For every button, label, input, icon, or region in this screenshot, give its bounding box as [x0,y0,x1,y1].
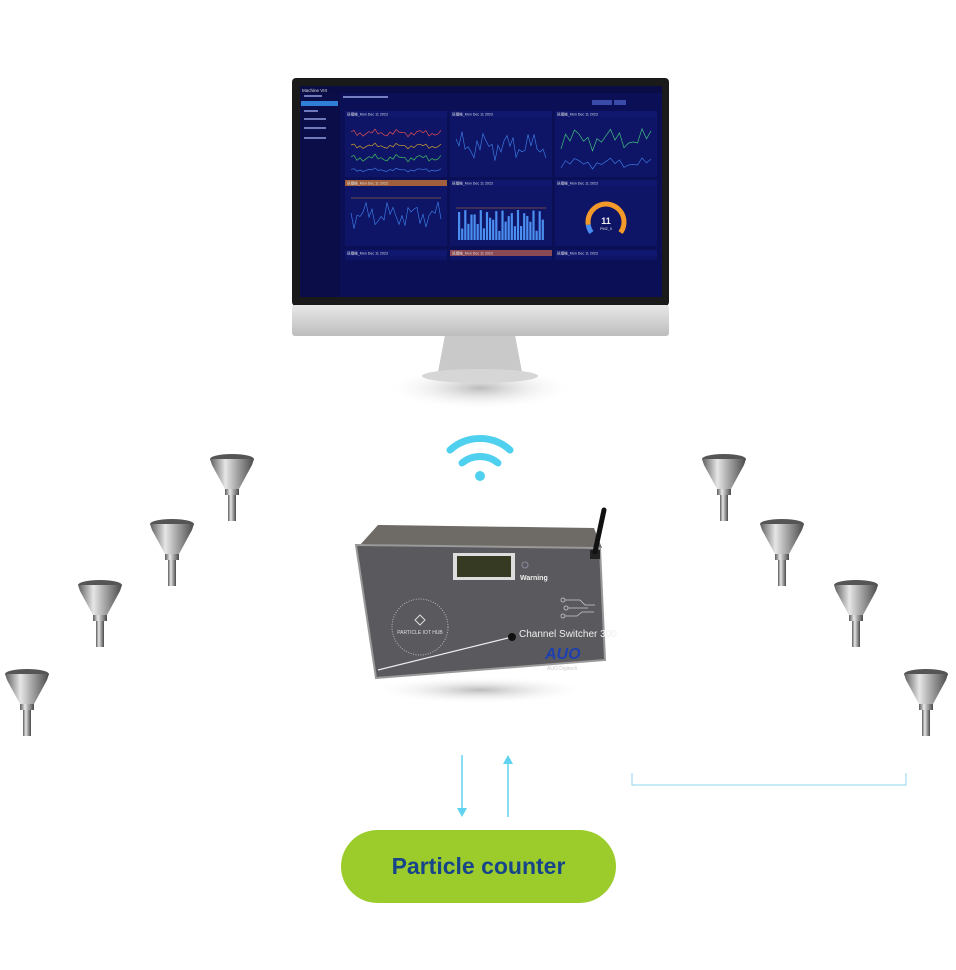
panel-title: 研磨機_Mon Dec 11 2023 [347,112,388,117]
panel-title: 研磨機_Mon Dec 11 2023 [452,181,493,186]
panel-title: 研磨機_Mon Dec 11 2023 [347,181,388,186]
particle-counter-label: Particle counter [391,853,566,879]
chart-series [455,131,547,161]
particle-counter: Particle counter [341,830,616,903]
panel-title: 研磨機_Mon Dec 11 2023 [347,251,388,256]
chart-bar [470,214,473,240]
panel-title: 研磨機_Mon Dec 11 2023 [557,181,598,186]
arrow-up-icon [503,755,513,817]
chart-bar [501,210,504,240]
chart-bar [498,230,501,240]
chart-bar [510,213,513,240]
chart-bar [535,230,538,240]
chart-bar [492,219,495,240]
chart-bar [523,213,526,240]
sidebar-item-active[interactable] [301,101,338,106]
dashboard-panel[interactable] [450,180,552,246]
hub-label: PARTICLE IOT HUB [397,630,443,636]
chart-bar [458,211,461,240]
chart-bar [473,214,476,240]
bracket-line [631,773,907,786]
edit-button[interactable] [614,100,626,105]
dashboard-panel[interactable] [555,180,657,246]
chart-series [560,157,652,170]
gauge-label: PM2_5 [600,227,612,231]
chart-bar [516,210,520,240]
warning-indicator-label: Warning [520,575,548,582]
monitor: Machine VIII 研磨機_Mon Dec 11 2023 研磨機_Mon … [292,78,669,410]
chart-bar [520,226,523,240]
gauge-arc [585,201,627,235]
sidebar-items[interactable] [304,95,326,139]
panel-title: 研磨機_Mon Dec 11 2023 [557,112,598,117]
antenna [592,507,607,555]
chart-bar [538,211,541,240]
chart-bar [485,212,489,240]
chart-bar [464,210,467,240]
dashboard-panel[interactable] [450,111,552,177]
sidebar [300,93,340,297]
chart-bar [532,210,535,240]
panel-title: 研磨機_Mon Dec 11 2023 [452,112,493,117]
chart-bar [489,217,492,240]
app-title: Machine VIII [302,88,327,93]
chart-bar [507,216,510,240]
gauge-value: 11 [601,216,611,226]
chart-bar [513,226,516,240]
chart-series [350,128,442,138]
chart-series [350,153,442,163]
chart-bar [529,221,532,240]
wifi-icon [446,435,514,481]
chart-bar [495,211,498,240]
chart-bar [467,223,470,240]
toolbar-button[interactable] [592,100,612,105]
chart-bar [504,221,507,240]
chart-bar [461,228,464,240]
chart-bar [526,215,529,240]
circuit-icon [560,597,595,619]
chart-bar [482,228,485,240]
dashboard-panel[interactable] [555,111,657,177]
chart-series [350,142,442,150]
chart-bar [479,210,482,240]
chart-series [350,201,442,229]
breadcrumb[interactable] [343,96,388,98]
chart-bar [476,223,479,240]
arrow-down-icon [457,755,467,817]
dashboard-panel[interactable] [345,180,447,246]
brand-sub: AUO Digitech [547,666,578,672]
device-name: Channel Switcher 300 [519,629,617,640]
chart-series [560,127,652,152]
brand-logo: AUO [544,646,581,663]
chart-bar [541,219,544,240]
chart-series [350,167,442,173]
channel-switcher-device: Warning PARTICLE IOT HUB Channel Switche… [354,507,617,704]
gauge-arc [585,224,594,235]
panel-title: 研磨機_Mon Dec 11 2023 [452,251,493,256]
panel-title: 研磨機_Mon Dec 11 2023 [557,251,598,256]
dashboard-panel[interactable] [345,111,447,177]
